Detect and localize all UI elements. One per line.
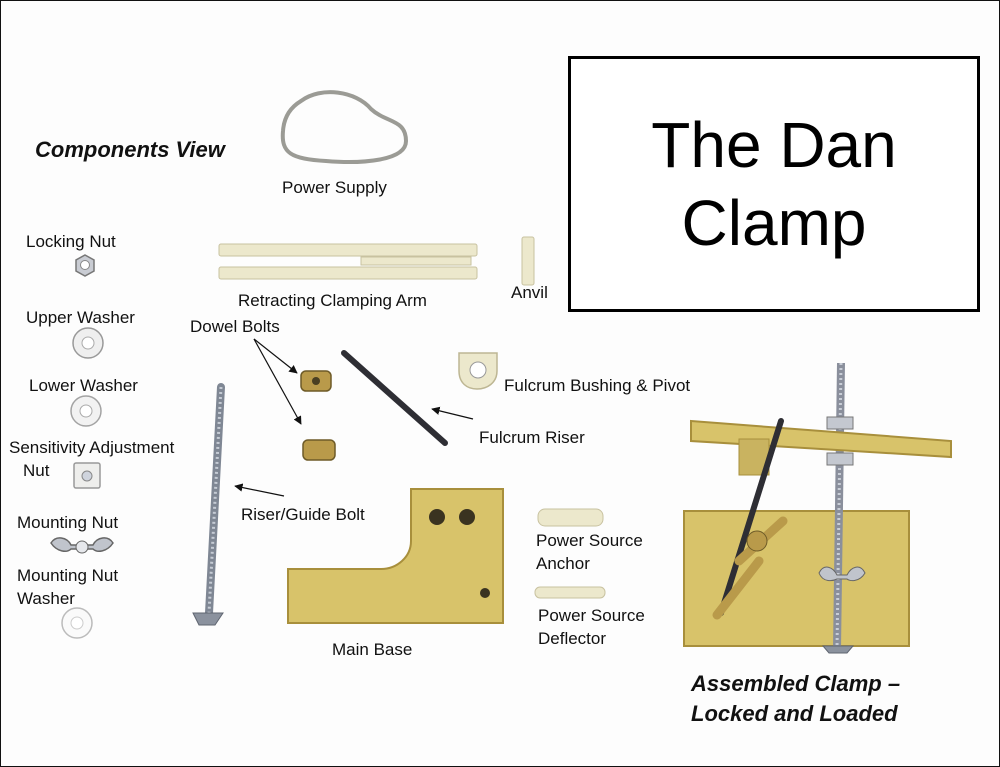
mounting-nut-washer <box>61 607 93 639</box>
label-fulcrum-bushing: Fulcrum Bushing & Pivot <box>504 376 691 395</box>
sensitivity-nut <box>73 462 101 489</box>
main-base <box>287 488 504 624</box>
label-upper-washer: Upper Washer <box>26 308 135 327</box>
power-source-anchor <box>537 508 604 527</box>
label-anvil: Anvil <box>511 283 548 302</box>
label-mounting-washer-line1: Mounting Nut <box>17 566 119 585</box>
label-locking-nut: Locking Nut <box>26 232 116 251</box>
label-power-anchor-line2: Anchor <box>536 554 590 573</box>
assembled-caption-line2: Locked and Loaded <box>691 701 898 726</box>
lower-washer <box>70 395 102 427</box>
label-dowel-bolts: Dowel Bolts <box>190 317 280 336</box>
dowel-bolt-lower <box>302 439 336 461</box>
label-power-deflector-line1: Power Source <box>538 606 645 625</box>
label-riser-guide-bolt: Riser/Guide Bolt <box>241 505 365 524</box>
arrow-dowel-upper <box>253 338 298 374</box>
power-source-deflector <box>534 586 606 599</box>
arrow-dowel-lower <box>253 338 302 425</box>
title-line2: Clamp <box>681 187 867 259</box>
label-retracting-arm: Retracting Clamping Arm <box>238 291 427 310</box>
title-box: The Dan Clamp <box>568 56 980 312</box>
label-sensitivity-line1: Sensitivity Adjustment <box>9 438 175 457</box>
assembled-caption-line1: Assembled Clamp – <box>691 671 901 696</box>
dowel-bolt-upper <box>300 370 332 392</box>
label-mounting-nut: Mounting Nut <box>17 513 119 532</box>
label-mounting-washer-line2: Washer <box>17 589 75 608</box>
label-main-base: Main Base <box>332 640 413 659</box>
mounting-wing-nut <box>50 537 114 554</box>
label-sensitivity-line2: Nut <box>23 461 50 480</box>
fulcrum-riser <box>341 350 448 446</box>
label-fulcrum-riser: Fulcrum Riser <box>479 428 585 447</box>
title-line1: The Dan <box>651 109 897 181</box>
label-power-anchor-line1: Power Source <box>536 531 643 550</box>
label-power-supply: Power Supply <box>282 178 387 197</box>
locking-nut <box>75 254 95 277</box>
rubber-band <box>280 90 409 164</box>
components-view-caption: Components View <box>35 137 225 162</box>
anvil <box>521 236 535 286</box>
arrow-fulcrum-riser <box>431 406 474 420</box>
assembled-clamp <box>683 362 952 654</box>
riser-guide-bolt <box>192 383 225 626</box>
arrow-riser-guide-bolt <box>234 483 285 497</box>
retracting-clamping-arm <box>218 243 478 280</box>
upper-washer <box>72 327 104 359</box>
fulcrum-bushing <box>458 352 498 390</box>
label-lower-washer: Lower Washer <box>29 376 138 395</box>
label-power-deflector-line2: Deflector <box>538 629 607 648</box>
